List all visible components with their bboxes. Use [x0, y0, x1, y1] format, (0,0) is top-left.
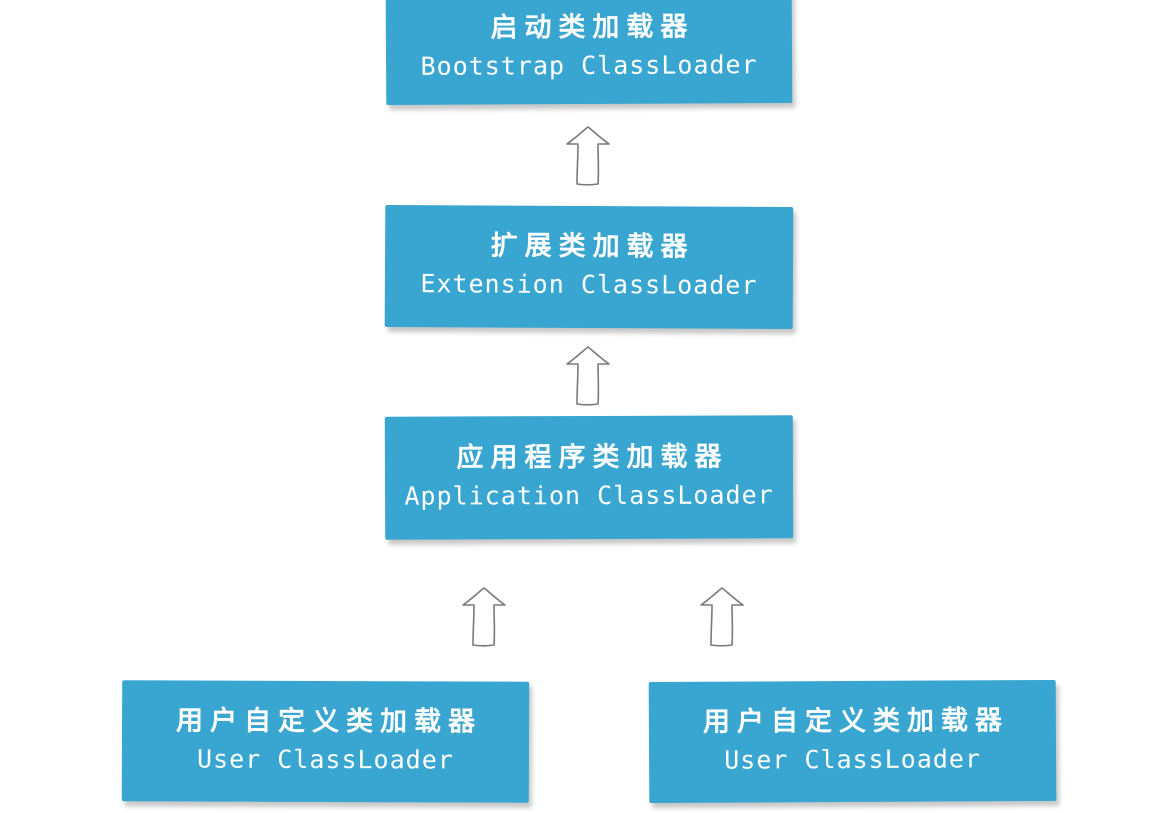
node-application-en-label: Application ClassLoader — [404, 479, 774, 511]
node-bootstrap-zh-label: 启动类加载器 — [490, 11, 695, 44]
node-user2-zh-label: 用户自定义类加载器 — [702, 704, 1009, 738]
node-user2-en-label: User ClassLoader — [724, 743, 982, 775]
arrow-shape — [462, 587, 506, 647]
arrow-shape — [566, 126, 610, 186]
node-user-classloader-1: 用户自定义类加载器 User ClassLoader — [121, 680, 530, 803]
node-user1-en-label: User ClassLoader — [196, 744, 454, 774]
node-user1-zh-label: 用户自定义类加载器 — [176, 704, 483, 738]
arrow-shape — [700, 587, 744, 647]
node-user-classloader-2: 用户自定义类加载器 User ClassLoader — [648, 679, 1057, 804]
arrow-user1-to-application-icon — [462, 587, 506, 647]
arrow-shape — [566, 346, 610, 406]
node-bootstrap-en-label: Bootstrap ClassLoader — [420, 50, 758, 81]
node-extension-zh-label: 扩展类加载器 — [490, 230, 695, 263]
node-extension-classloader: 扩展类加载器 Extension ClassLoader — [384, 204, 794, 330]
node-application-zh-label: 应用程序类加载器 — [456, 441, 729, 473]
node-application-classloader: 应用程序类加载器 Application ClassLoader — [384, 415, 794, 540]
arrow-user2-to-application-icon — [700, 587, 744, 647]
node-bootstrap-classloader: 启动类加载器 Bootstrap ClassLoader — [385, 0, 793, 106]
arrow-application-to-extension-icon — [566, 346, 610, 406]
node-extension-en-label: Extension ClassLoader — [420, 269, 758, 300]
arrow-extension-to-bootstrap-icon — [566, 126, 610, 186]
